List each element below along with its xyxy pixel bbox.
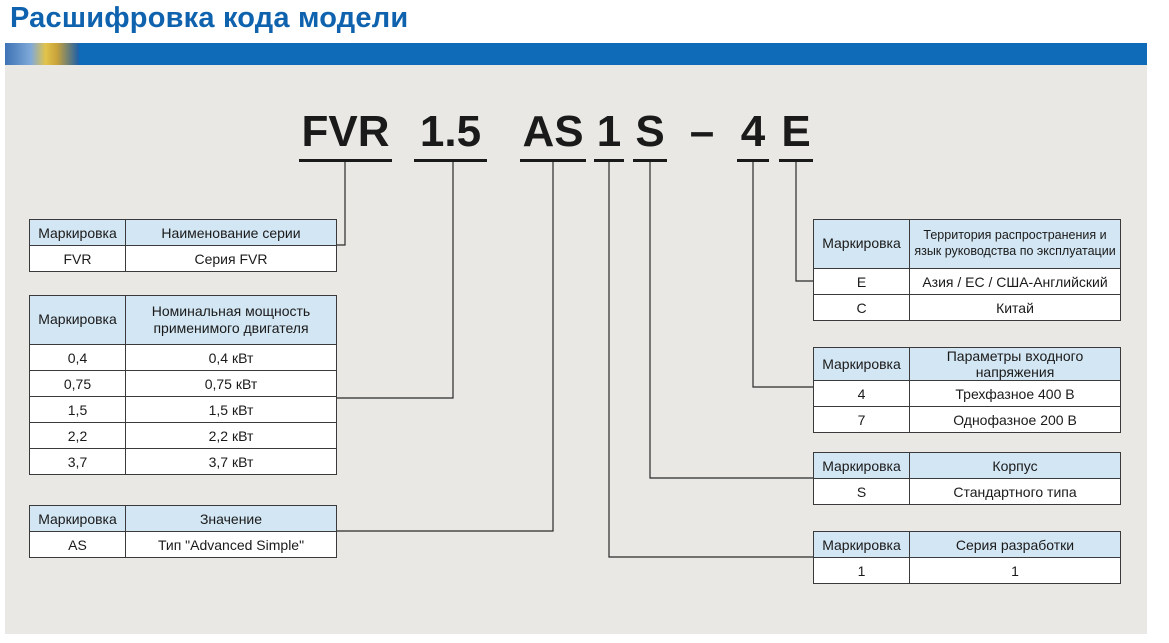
connector-housing (649, 160, 813, 479)
header-cell: Маркировка (29, 219, 126, 246)
table-cell: 3,7 (29, 448, 126, 475)
table-header-row: Маркировка Наименование серии (29, 219, 337, 246)
table-row: S Стандартного типа (813, 478, 1121, 505)
header-cell: Маркировка (29, 295, 126, 345)
table-row: E Азия / ЕС / США-Английский (813, 268, 1121, 295)
connector-power (337, 160, 454, 399)
code-series: FVR (299, 106, 392, 162)
table-row: AS Тип "Advanced Simple" (29, 531, 337, 558)
table-header-row: Маркировка Серия разработки (813, 531, 1121, 558)
meaning-table: Маркировка Значение AS Тип "Advanced Sim… (29, 505, 337, 558)
table-cell: AS (29, 531, 126, 558)
decorative-image (5, 43, 79, 65)
table-row: 1,5 1,5 кВт (29, 396, 337, 423)
code-power: 1.5 (414, 106, 487, 162)
power-table: Маркировка Номинальная мощность применим… (29, 295, 337, 475)
header-cell: Серия разработки (909, 531, 1121, 558)
table-row: C Китай (813, 294, 1121, 321)
table-row: FVR Серия FVR (29, 245, 337, 272)
header-cell: Номинальная мощность применимого двигате… (125, 295, 337, 345)
header-cell: Параметры входного напряжения (909, 347, 1121, 381)
connector-development (608, 160, 813, 558)
table-row: 0,4 0,4 кВт (29, 344, 337, 371)
table-cell: Азия / ЕС / США-Английский (909, 268, 1121, 295)
table-cell: E (813, 268, 910, 295)
territory-table: Маркировка Территория распространения и … (813, 219, 1121, 321)
table-cell: 3,7 кВт (125, 448, 337, 475)
table-cell: 7 (813, 406, 910, 433)
table-row: 1 1 (813, 557, 1121, 584)
table-cell: 2,2 кВт (125, 422, 337, 449)
code-housing: S (633, 106, 667, 162)
table-cell: 1,5 (29, 396, 126, 423)
table-header-row: Маркировка Значение (29, 505, 337, 532)
header-cell: Маркировка (29, 505, 126, 532)
table-header-row: Маркировка Параметры входного напряжения (813, 347, 1121, 381)
table-cell: Трехфазное 400 В (909, 380, 1121, 407)
code-voltage: 4 (737, 106, 769, 162)
connector-series (337, 160, 346, 246)
table-cell: 0,75 (29, 370, 126, 397)
table-header-row: Маркировка Номинальная мощность применим… (29, 295, 337, 345)
header-cell: Маркировка (813, 219, 910, 269)
code-territory: E (779, 106, 813, 162)
title-bar (5, 43, 1147, 65)
connector-territory (795, 160, 813, 282)
header-cell: Наименование серии (125, 219, 337, 246)
table-cell: 0,4 кВт (125, 344, 337, 371)
housing-table: Маркировка Корпус S Стандартного типа (813, 452, 1121, 505)
table-cell: Стандартного типа (909, 478, 1121, 505)
table-cell: 0,4 (29, 344, 126, 371)
header-cell: Значение (125, 505, 337, 532)
table-cell: 1,5 кВт (125, 396, 337, 423)
header-cell: Маркировка (813, 531, 910, 558)
table-row: 7 Однофазное 200 В (813, 406, 1121, 433)
table-cell: 1 (909, 557, 1121, 584)
table-cell: 0,75 кВт (125, 370, 337, 397)
table-cell: C (813, 294, 910, 321)
table-row: 4 Трехфазное 400 В (813, 380, 1121, 407)
page-title: Расшифровка кода модели (10, 2, 409, 34)
table-row: 0,75 0,75 кВт (29, 370, 337, 397)
table-header-row: Маркировка Территория распространения и … (813, 219, 1121, 269)
header-cell: Корпус (909, 452, 1121, 479)
table-cell: FVR (29, 245, 126, 272)
connector-voltage (752, 160, 813, 388)
table-cell: Китай (909, 294, 1121, 321)
voltage-table: Маркировка Параметры входного напряжения… (813, 347, 1121, 433)
header-cell: Маркировка (813, 452, 910, 479)
header-cell: Территория распространения и язык руково… (909, 219, 1121, 269)
development-table: Маркировка Серия разработки 1 1 (813, 531, 1121, 584)
table-cell: Тип "Advanced Simple" (125, 531, 337, 558)
code-dash: – (689, 107, 715, 156)
table-cell: 1 (813, 557, 910, 584)
table-cell: 4 (813, 380, 910, 407)
table-header-row: Маркировка Корпус (813, 452, 1121, 479)
table-cell: S (813, 478, 910, 505)
table-cell: Серия FVR (125, 245, 337, 272)
connector-meaning (337, 160, 554, 532)
table-row: 3,7 3,7 кВт (29, 448, 337, 475)
series-table: Маркировка Наименование серии FVR Серия … (29, 219, 337, 272)
table-cell: 2,2 (29, 422, 126, 449)
table-cell: Однофазное 200 В (909, 406, 1121, 433)
header-cell: Маркировка (813, 347, 910, 381)
code-development: 1 (594, 106, 624, 162)
table-row: 2,2 2,2 кВт (29, 422, 337, 449)
code-type: AS (520, 106, 586, 162)
